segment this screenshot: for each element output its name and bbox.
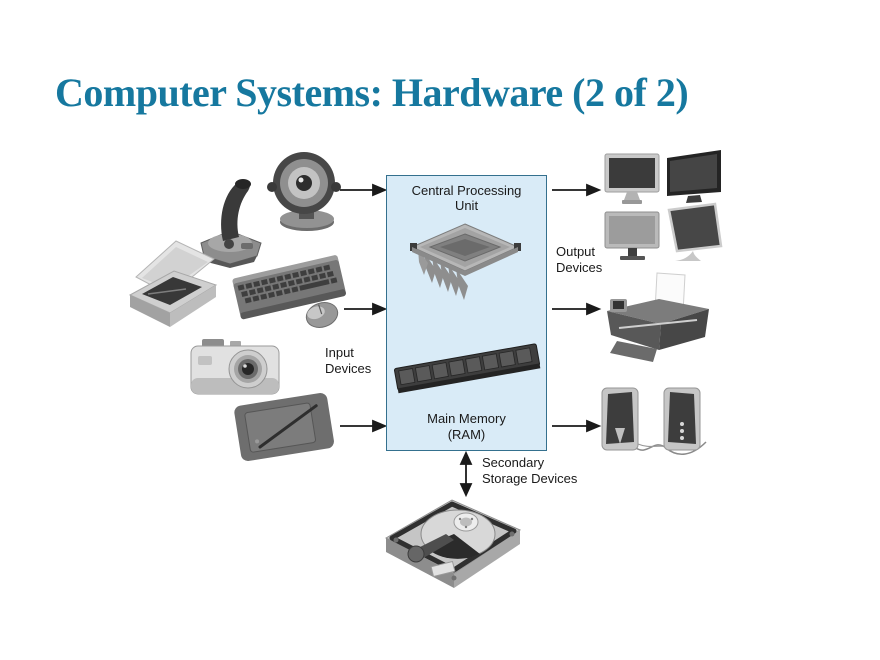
arrow-tablet-to-cpu bbox=[340, 419, 388, 433]
cpu-memory-box: Central Processing Unit bbox=[386, 175, 547, 451]
arrow-mouse-to-cpu bbox=[344, 302, 388, 316]
output-devices-label: Output Devices bbox=[556, 244, 603, 275]
graphics-tablet-icon bbox=[234, 392, 334, 461]
speakers-icon bbox=[601, 387, 707, 455]
keyboard-icon bbox=[232, 255, 346, 320]
joystick-icon bbox=[200, 179, 262, 268]
input-devices-label: Input Devices bbox=[325, 345, 372, 376]
hard-drive-icon bbox=[384, 499, 522, 588]
arrow-webcam-to-cpu bbox=[340, 183, 388, 197]
arrow-cpu-to-printer bbox=[552, 302, 602, 316]
ram-module-image bbox=[394, 343, 541, 394]
cpu-chip-image bbox=[410, 223, 521, 300]
mouse-icon bbox=[305, 302, 339, 328]
digital-camera-icon bbox=[190, 339, 280, 395]
arrow-cpu-to-speakers bbox=[552, 419, 602, 433]
slide-title: Computer Systems: Hardware (2 of 2) bbox=[55, 70, 689, 115]
webcam-icon bbox=[267, 152, 341, 231]
cpu-label: Central Processing Unit bbox=[411, 183, 522, 214]
scanner-icon bbox=[128, 240, 218, 327]
arrow-cpu-to-monitors bbox=[552, 183, 602, 197]
ram-label: Main Memory (RAM) bbox=[427, 411, 506, 442]
monitors-icon bbox=[604, 150, 723, 261]
secondary-storage-label: Secondary Storage Devices bbox=[482, 455, 578, 486]
printer-icon bbox=[607, 272, 709, 362]
